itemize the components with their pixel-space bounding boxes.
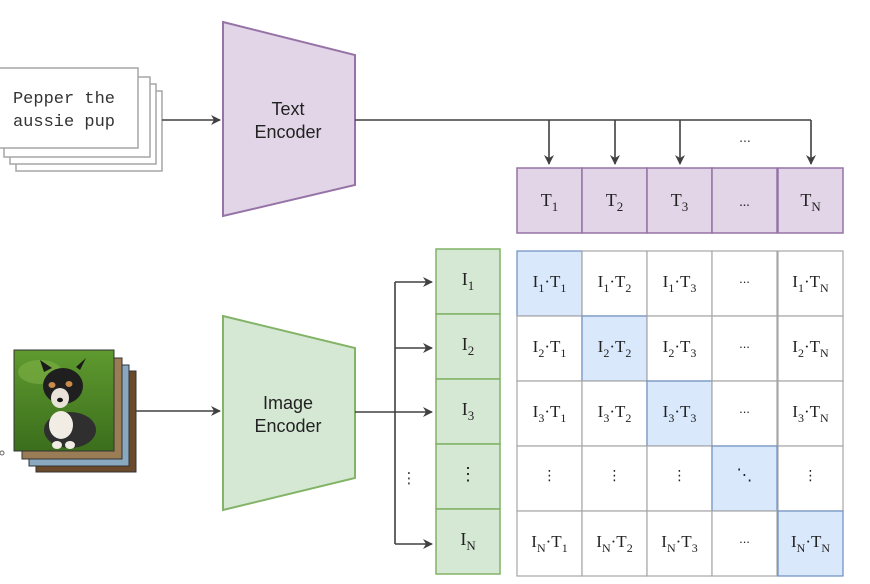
text-input-line-2: aussie pup — [13, 113, 115, 132]
matrix-ellipsis-horizontal: ... — [739, 531, 750, 546]
matrix-product-label: I2·T3 — [663, 337, 697, 360]
image-embedding-label: IN — [460, 529, 476, 553]
image-input-stack — [13, 349, 137, 473]
matrix-product-label: I1·T1 — [533, 272, 567, 295]
matrix-product-label: I3·T2 — [598, 402, 632, 425]
matrix-ellipsis-vertical: ⋮ — [804, 467, 818, 483]
matrix-ellipsis-horizontal: ... — [739, 271, 750, 286]
image-embedding-cell — [435, 248, 501, 315]
text-embedding-cell — [711, 167, 778, 234]
text-fanout-arrows — [355, 119, 816, 165]
matrix-ellipsis-vertical: ⋮ — [673, 467, 687, 483]
text-encoder-label-1: Text — [271, 99, 304, 119]
text-embedding-label: T3 — [671, 190, 688, 214]
text-embedding-cell — [581, 167, 648, 234]
matrix-cell — [711, 315, 778, 382]
matrix-cell — [646, 250, 713, 317]
text-encoder-label-2: Encoder — [254, 122, 321, 142]
text-embedding-row: T1 T2 T3... TN — [516, 167, 844, 234]
matrix-cell-diagonal — [516, 250, 583, 317]
matrix-product-label: I1·T2 — [598, 272, 632, 295]
arrow-ellipsis: ... — [739, 129, 751, 145]
matrix-cell-diagonal — [581, 315, 648, 382]
matrix-cell — [581, 250, 648, 317]
text-input-line-1: Pepper the — [13, 90, 115, 109]
image-embedding-cell — [435, 378, 501, 445]
matrix-product-label: IN·T3 — [661, 532, 697, 555]
image-encoder: Image Encoder — [222, 314, 356, 512]
matrix-ellipsis-horizontal: ... — [739, 336, 750, 351]
image-embedding-cell — [435, 443, 501, 510]
matrix-product-label: I3·T1 — [533, 402, 567, 425]
matrix-cell-diagonal — [777, 510, 844, 577]
matrix-cell — [711, 510, 778, 577]
matrix-cell — [646, 510, 713, 577]
matrix-cell — [777, 445, 844, 512]
image-embedding-label: I3 — [462, 399, 474, 423]
text-embedding-label: TN — [800, 190, 821, 214]
matrix-product-label: IN·T2 — [596, 532, 632, 555]
image-embedding-label: I1 — [462, 269, 474, 293]
matrix-product-label: I1·T3 — [663, 272, 697, 295]
matrix-cell — [516, 315, 583, 382]
text-embedding-label: T2 — [606, 190, 623, 214]
matrix-cell — [581, 510, 648, 577]
matrix-cell — [777, 250, 844, 317]
matrix-cell — [516, 510, 583, 577]
matrix-product-label: I3·T3 — [663, 402, 697, 425]
matrix-product-label: I2·T2 — [598, 337, 632, 360]
image-encoder-label-2: Encoder — [254, 416, 321, 436]
matrix-product-label: I2·T1 — [533, 337, 567, 360]
matrix-ellipsis-horizontal: ... — [739, 401, 750, 416]
text-embedding-label: ... — [739, 195, 750, 210]
matrix-product-label: I2·TN — [792, 337, 829, 360]
text-embedding-label: T1 — [541, 190, 558, 214]
matrix-cell-diagonal — [711, 445, 778, 512]
matrix-cell — [777, 380, 844, 447]
matrix-ellipsis-vertical: ⋮ — [608, 467, 622, 483]
image-embedding-cell — [435, 508, 501, 575]
left-vertical-ellipsis: ⋮ — [402, 470, 417, 487]
text-embedding-cell — [777, 167, 844, 234]
text-encoder: Text Encoder — [222, 20, 356, 218]
matrix-cell — [516, 445, 583, 512]
matrix-product-label: I3·TN — [792, 402, 829, 425]
edge-mark — [0, 450, 5, 456]
matrix-product-label: IN·T1 — [531, 532, 567, 555]
image-embedding-label: I2 — [462, 334, 474, 358]
dog-photo-icon — [13, 349, 115, 452]
matrix-cell — [711, 250, 778, 317]
matrix-ellipsis-diag: ⋱ — [737, 467, 753, 484]
image-fanout-arrows — [355, 277, 433, 549]
image-embedding-label: ⋮ — [459, 464, 477, 484]
text-embedding-cell — [516, 167, 583, 234]
image-encoder-label-1: Image — [263, 393, 313, 413]
matrix-product-label: IN·TN — [791, 532, 830, 555]
matrix-product-label: I1·TN — [792, 272, 829, 295]
matrix-ellipsis-vertical: ⋮ — [543, 467, 557, 483]
similarity-matrix: I1·T1 I1·T2 I1·T3... I1·TN I2·T1 I2·T2 I2·T3..… — [516, 250, 844, 577]
text-input-stack: Pepper the aussie pup — [0, 67, 163, 172]
matrix-cell — [646, 315, 713, 382]
matrix-cell — [646, 445, 713, 512]
matrix-cell — [581, 380, 648, 447]
